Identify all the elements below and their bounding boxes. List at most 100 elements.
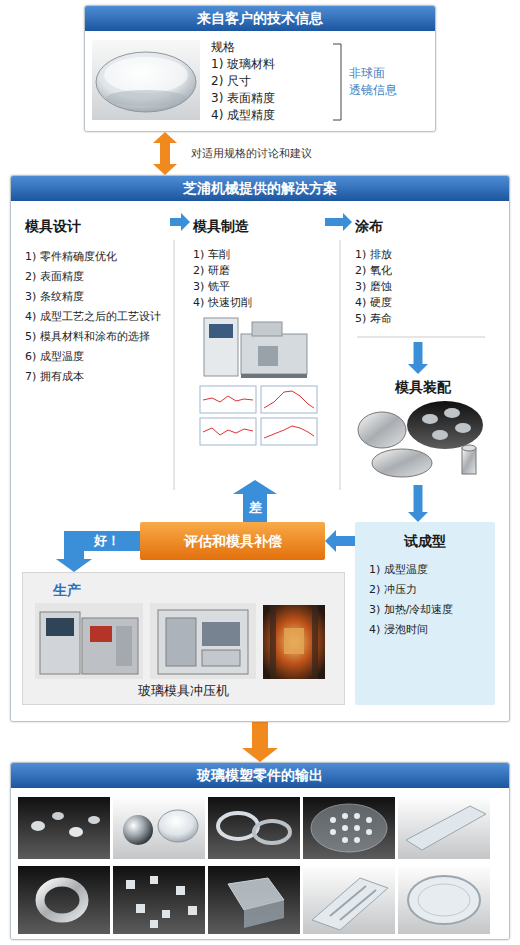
panel-header: 芝浦机械提供的解决方案 xyxy=(11,176,509,201)
list-item: 6) 成型温度 xyxy=(25,347,167,367)
lens-photo xyxy=(92,40,200,120)
product-photos-part xyxy=(208,866,300,934)
product-photos-part xyxy=(123,815,153,845)
list-item: 1) 零件精确度优化 xyxy=(25,247,167,267)
flow-arrow xyxy=(170,218,181,226)
product-photos-part xyxy=(126,876,197,928)
spec-item: 3) 表面精度 xyxy=(211,90,329,107)
product-photos-part xyxy=(52,812,64,820)
product-photos xyxy=(18,797,490,934)
product-photos-part xyxy=(303,866,395,934)
box-heading: 试成型 xyxy=(369,532,481,550)
product-photos-part xyxy=(158,810,198,842)
edge-label-holder: 对适用规格的讨论和建议 xyxy=(189,147,314,161)
list-item: 1) 车削 xyxy=(193,247,322,263)
machine-photo-part xyxy=(241,334,307,374)
product-photos-part xyxy=(18,797,110,859)
separator-lines xyxy=(174,240,485,490)
mold-assembly-photo-part xyxy=(422,414,438,424)
list-item: 1) 成型温度 xyxy=(369,560,481,580)
product-photos-part xyxy=(254,821,290,843)
product-photos-part xyxy=(408,876,480,924)
product-photos-part xyxy=(40,882,84,918)
note-text: 非球面 透镜信息 xyxy=(349,65,399,99)
mold-assembly-photo-part xyxy=(372,449,432,477)
flow-arrow xyxy=(243,494,267,522)
product-photos-part-part xyxy=(330,817,336,823)
machine-photo-part xyxy=(209,324,233,338)
product-photos-part xyxy=(18,866,110,934)
info-panel: 来自客户的技术信息规格1) 玻璃材料2) 尺寸3) 表面精度4) 成型精度非球面… xyxy=(84,5,436,132)
product-photos-part xyxy=(330,886,366,916)
measurement-graphs-part xyxy=(264,426,314,438)
list-item: 2) 表面精度 xyxy=(25,267,167,287)
spec-note: 非球面 透镜信息 xyxy=(329,65,399,99)
mold-assembly-photo xyxy=(358,401,483,477)
measurement-graphs-part xyxy=(264,391,314,408)
edge-label-holder: 差 xyxy=(247,500,264,516)
panel-header: 来自客户的技术信息 xyxy=(85,6,435,31)
product-photos-part xyxy=(69,827,83,837)
assembly-box: 模具装配 xyxy=(355,374,490,485)
measurement-graphs-part xyxy=(261,418,317,445)
product-photos-part-part xyxy=(354,825,360,831)
product-photos-part xyxy=(218,813,258,839)
measurement-graphs-part xyxy=(200,386,256,413)
flow-arrow xyxy=(414,342,423,364)
mold-assembly-photo-part xyxy=(462,448,476,474)
machine-photo-part xyxy=(200,314,312,380)
list-item: 5) 模具材料和涂布的选择 xyxy=(25,327,167,347)
product-photos-part xyxy=(406,806,486,850)
coating-column: 涂布1) 排放2) 氧化3) 磨蚀4) 硬度5) 寿命 xyxy=(352,212,500,342)
machine-photo-part xyxy=(204,318,238,376)
product-photos-part-part xyxy=(150,920,158,928)
output-panel: 玻璃模塑零件的输出 xyxy=(10,762,510,940)
spec-item: 规格 xyxy=(211,39,329,56)
product-photos-part-part xyxy=(150,876,158,884)
separator-lines-part xyxy=(340,240,341,490)
spec-list: 规格1) 玻璃材料2) 尺寸3) 表面精度4) 成型精度 xyxy=(211,39,329,124)
flow-arrow xyxy=(336,536,355,546)
lens-photo-part xyxy=(106,90,186,106)
mold-assembly-photo-part xyxy=(432,430,448,440)
product-photos-part-part xyxy=(188,906,197,915)
product-photos-part xyxy=(311,804,387,852)
mold-assembly-photo-part xyxy=(462,445,476,451)
mold-assembly-photo-part xyxy=(455,423,471,433)
product-photos-part xyxy=(418,884,470,916)
lens-photo-part xyxy=(96,52,196,112)
spec-area: 规格1) 玻璃材料2) 尺寸3) 表面精度4) 成型精度非球面 透镜信息 xyxy=(85,31,435,124)
product-photos-part-part xyxy=(342,837,348,843)
design-column: 模具设计1) 零件精确度优化2) 表面精度3) 条纹精度4) 成型工艺之后的工艺… xyxy=(22,212,170,480)
caption-text: 玻璃模具冲压机 xyxy=(33,683,334,699)
lens-photo-part xyxy=(104,57,188,93)
machine-photo-part xyxy=(258,346,278,366)
mold-assembly-photo-part xyxy=(358,412,406,448)
box-heading: 评估和模具补偿 xyxy=(184,532,282,550)
product-photos-part xyxy=(398,797,490,859)
list-item: 3) 加热/冷却速度 xyxy=(369,600,481,620)
list-item: 7) 拥有成本 xyxy=(25,367,167,387)
machine-photo-part xyxy=(241,374,307,378)
measurement-graphs xyxy=(200,386,317,445)
list-item: 2) 氧化 xyxy=(355,263,497,279)
mold-assembly-photo-part xyxy=(407,401,483,449)
flow-arrow xyxy=(414,485,423,512)
box-heading: 模具制造 xyxy=(193,217,322,235)
flow-arrow xyxy=(252,722,268,748)
flow-arrow xyxy=(160,143,170,164)
solution-panel: 芝浦机械提供的解决方案模具设计1) 零件精确度优化2) 表面精度3) 条纹精度4… xyxy=(10,175,510,722)
trial-box: 试成型1) 成型温度2) 冲压力3) 加热/冷却速度4) 浸泡时间 xyxy=(355,522,495,705)
edge-label: 好！ xyxy=(92,533,122,549)
edge-label: 差 xyxy=(247,500,264,516)
product-photos-part-part xyxy=(354,813,360,819)
product-photos-part xyxy=(330,813,372,843)
list-item: 4) 浸泡时间 xyxy=(369,620,481,640)
product-photos-part xyxy=(113,866,205,934)
product-photos-part xyxy=(208,797,300,859)
machine-photo xyxy=(200,314,312,380)
product-photos-part-part xyxy=(162,910,170,918)
